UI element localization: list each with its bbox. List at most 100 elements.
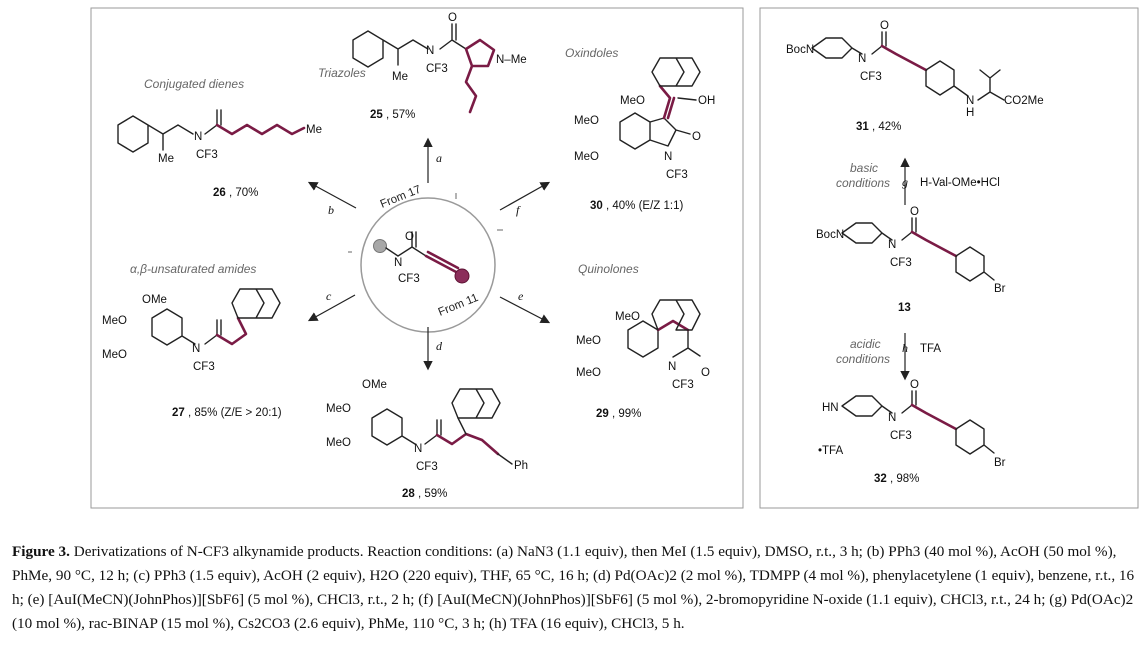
step-g: basic conditions g H-Val-OMe•HCl (836, 157, 1000, 205)
svg-text:HN: HN (822, 402, 839, 414)
svg-text:MeO: MeO (102, 349, 127, 361)
compound-30-number: 30 (590, 200, 603, 212)
svg-text:CF3: CF3 (196, 149, 218, 161)
svg-text:BocN: BocN (786, 44, 814, 56)
svg-text:OMe: OMe (362, 379, 387, 391)
product-28-enyne: OMe MeO MeO N CF3 Ph 28 , 59% (326, 379, 528, 500)
step-h-reagent: TFA (920, 343, 941, 355)
svg-text:O: O (448, 12, 457, 24)
class-label-dienes: Conjugated dienes (144, 77, 244, 91)
compound-29-yield: , 99% (612, 408, 641, 420)
product-32: HN •TFA N CF3 O Br 32 , 98% (818, 379, 1006, 485)
svg-text:N: N (888, 239, 896, 251)
step-letter-h: h (902, 341, 908, 355)
svg-text:N: N (888, 412, 896, 424)
svg-text:Ph: Ph (514, 460, 528, 472)
svg-text:basic: basic (850, 161, 878, 175)
svg-text:O: O (692, 131, 701, 143)
starting-compound-13: BocN N CF3 O Br 13 (816, 206, 1006, 314)
svg-text:OMe: OMe (142, 294, 167, 306)
svg-text:MeO: MeO (615, 311, 640, 323)
svg-text:N: N (414, 443, 422, 455)
compound-26-yield: , 70% (229, 187, 258, 199)
svg-text:MeO: MeO (576, 335, 601, 347)
svg-text:O: O (910, 206, 919, 218)
product-29-quinolone: MeO MeO MeO N CF3 O Quinolones 29 , 99% (576, 262, 710, 420)
figure-label: Figure 3. (12, 543, 70, 560)
grey-substituent-ball (373, 239, 387, 253)
compound-13-number: 13 (898, 302, 911, 314)
compound-32-number: 32 (874, 473, 887, 485)
step-letter-c: c (326, 289, 332, 303)
svg-text:N: N (966, 95, 974, 107)
compound-29-number: 29 (596, 408, 609, 420)
svg-text:conditions: conditions (836, 176, 890, 190)
svg-text:CF3: CF3 (890, 257, 912, 269)
compound-28-yield: , 59% (418, 488, 447, 500)
step-letter-a: a (436, 151, 442, 165)
svg-text:CF3: CF3 (416, 461, 438, 473)
compound-27-yield: , 85% (Z/E > 20:1) (188, 407, 282, 419)
left-panel-frame (90, 7, 744, 509)
svg-text:OH: OH (698, 95, 715, 107)
reaction-scheme: N CF3 O From 17 From 11 a b c d e f N CF… (90, 7, 1139, 509)
product-30-oxindole: MeO MeO MeO N CF3 O OH Oxindoles 30 , 40… (565, 46, 715, 212)
svg-text:CF3: CF3 (860, 71, 882, 83)
center-cf3-label: CF3 (398, 273, 420, 285)
svg-text:MeO: MeO (574, 151, 599, 163)
svg-text:Br: Br (994, 457, 1006, 469)
svg-text:CF3: CF3 (672, 379, 694, 391)
from-17-label: From 17 (379, 184, 423, 211)
svg-text:O: O (405, 231, 414, 243)
svg-text:MeO: MeO (620, 95, 645, 107)
class-label-oxindoles: Oxindoles (565, 46, 618, 60)
compound-32-yield: , 98% (890, 473, 919, 485)
svg-text:N: N (668, 361, 676, 373)
svg-text:N: N (858, 53, 866, 65)
svg-text:Me: Me (392, 71, 408, 83)
svg-text:conditions: conditions (836, 352, 890, 366)
svg-text:CF3: CF3 (426, 63, 448, 75)
svg-text:N–Me: N–Me (496, 54, 527, 66)
product-26-diene: N CF3 Me Me Conjugated dienes 26 , 70% (117, 77, 322, 199)
svg-text:O: O (910, 379, 919, 391)
svg-text:BocN: BocN (816, 229, 844, 241)
step-letter-g: g (902, 175, 908, 189)
purple-substituent-ball (454, 268, 470, 284)
svg-text:MeO: MeO (574, 115, 599, 127)
compound-26-number: 26 (213, 187, 226, 199)
svg-text:Me: Me (158, 153, 174, 165)
compound-25-yield: , 57% (386, 109, 415, 121)
svg-text:MeO: MeO (326, 437, 351, 449)
svg-text:N: N (426, 45, 434, 57)
svg-text:acidic: acidic (850, 337, 881, 351)
svg-text:CF3: CF3 (666, 169, 688, 181)
class-label-triazoles: Triazoles (318, 66, 366, 80)
step-letter-d: d (436, 339, 443, 353)
svg-text:CF3: CF3 (890, 430, 912, 442)
reaction-arrows: a b c d e f (307, 137, 551, 371)
step-letter-b: b (328, 203, 334, 217)
svg-text:N: N (192, 343, 200, 355)
step-h: acidic conditions h TFA (836, 333, 941, 381)
svg-text:O: O (880, 20, 889, 32)
product-27-amide: OMe MeO MeO N CF3 α,β-unsaturated amides… (102, 262, 282, 419)
product-31: BocN N CF3 O N H CO2Me 31 , 42% (786, 20, 1044, 133)
compound-31-yield: , 42% (872, 121, 901, 133)
figure-caption: Figure 3. Derivatizations of N-CF3 alkyn… (12, 540, 1138, 636)
svg-text:Me: Me (306, 124, 322, 136)
svg-text:MeO: MeO (102, 315, 127, 327)
compound-30-yield: , 40% (E/Z 1:1) (606, 200, 684, 212)
svg-text:N: N (664, 151, 672, 163)
svg-text:CF3: CF3 (193, 361, 215, 373)
compound-31-number: 31 (856, 121, 869, 133)
step-letter-e: e (518, 289, 524, 303)
svg-text:O: O (701, 367, 710, 379)
class-label-amides: α,β-unsaturated amides (130, 262, 256, 276)
product-25-triazole: N CF3 Me O N–Me Triazoles 25 , 57% (318, 12, 527, 121)
compound-27-number: 27 (172, 407, 185, 419)
svg-text:CO2Me: CO2Me (1004, 95, 1044, 107)
central-alkynamide: N CF3 O From 17 From 11 (348, 184, 503, 333)
svg-text:N: N (194, 131, 202, 143)
step-g-reagent: H-Val-OMe•HCl (920, 177, 1000, 189)
